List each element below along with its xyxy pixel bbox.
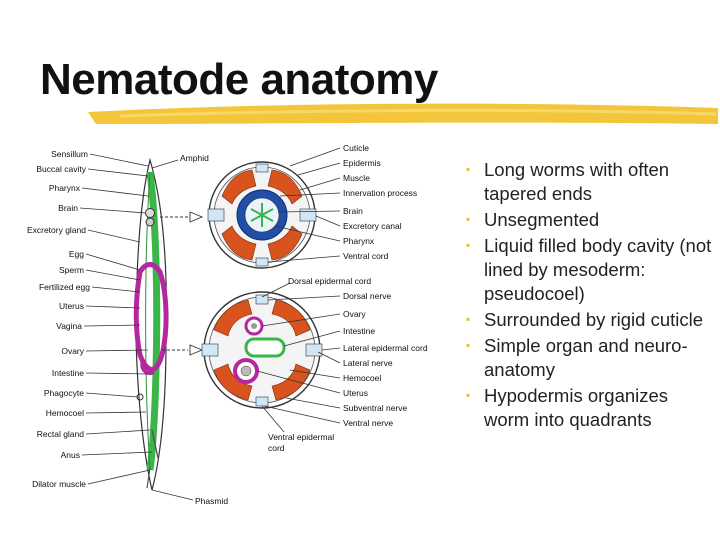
bullet-text: Liquid filled body cavity (not lined by …	[484, 235, 712, 304]
bullet-item: ▪ Hypodermis organizes worm into quadrant…	[462, 384, 717, 432]
bullet-text: Surrounded by rigid cuticle	[484, 309, 704, 330]
body-label-leaders	[79, 153, 194, 501]
lower-section-labels: Dorsal nerve Ovary Intestine Lateral epi…	[343, 291, 428, 428]
bullet-text: Unsegmented	[484, 209, 600, 230]
lower-cross-section	[201, 291, 323, 409]
label-epidermis: Epidermis	[343, 158, 381, 168]
label-dilator-muscle: Dilator muscle	[32, 479, 86, 489]
label-uterus: Uterus	[59, 301, 84, 311]
upper-cross-section	[207, 161, 317, 269]
label-fertilized-egg: Fertilized egg	[39, 282, 90, 292]
label-cuticle: Cuticle	[343, 143, 369, 153]
worm-body-diagram	[133, 157, 169, 491]
bullet-dot-icon: ▪	[466, 388, 471, 402]
label-intestine: Intestine	[52, 368, 84, 378]
label-ventral-epidermal-cord-line2: cord	[268, 443, 285, 453]
bullet-dot-icon: ▪	[466, 212, 471, 226]
bullet-dot-icon: ▪	[466, 162, 471, 176]
bullet-list: ▪ Long worms with often tapered ends ▪ Uns…	[462, 158, 717, 434]
bullet-dot-icon: ▪	[466, 312, 471, 326]
label-dorsal-epidermal-cord: Dorsal epidermal cord	[288, 276, 371, 286]
label-innervation-process: Innervation process	[343, 188, 417, 198]
label-sensillum: Sensillum	[51, 149, 88, 159]
upper-section-labels: Cuticle Epidermis Muscle Innervation pro…	[343, 143, 417, 261]
label-dorsal-nerve: Dorsal nerve	[343, 291, 391, 301]
bullet-item: ▪ Long worms with often tapered ends	[462, 158, 717, 206]
label-section-uterus: Uterus	[343, 388, 368, 398]
label-excretory-gland: Excretory gland	[27, 225, 86, 235]
label-anus: Anus	[61, 450, 80, 460]
label-brain: Brain	[58, 203, 78, 213]
label-vagina: Vagina	[56, 321, 82, 331]
label-section-intestine: Intestine	[343, 326, 375, 336]
label-section-pharynx: Pharynx	[343, 236, 375, 246]
bullet-item: ▪ Unsegmented	[462, 208, 717, 232]
lower-section-leaders	[256, 282, 341, 433]
label-lateral-nerve: Lateral nerve	[343, 358, 393, 368]
label-ventral-epidermal-cord-line1: Ventral epidermal	[268, 432, 334, 442]
label-ventral-cord: Ventral cord	[343, 251, 389, 261]
bullet-text: Long worms with often tapered ends	[484, 159, 670, 204]
bullet-item: ▪ Surrounded by rigid cuticle	[462, 308, 717, 332]
label-lateral-epidermal-cord: Lateral epidermal cord	[343, 343, 428, 353]
label-rectal-gland: Rectal gland	[37, 429, 85, 439]
label-buccal-cavity: Buccal cavity	[36, 164, 86, 174]
label-sperm: Sperm	[59, 265, 84, 275]
label-ventral-nerve: Ventral nerve	[343, 418, 393, 428]
label-muscle: Muscle	[343, 173, 370, 183]
bullet-item: ▪ Liquid filled body cavity (not lined by…	[462, 234, 717, 306]
label-section-ovary: Ovary	[343, 309, 366, 319]
label-egg: Egg	[69, 249, 84, 259]
label-phagocyte: Phagocyte	[44, 388, 84, 398]
label-subventral-nerve: Subventral nerve	[343, 403, 408, 413]
bullet-dot-icon: ▪	[466, 238, 471, 252]
bullet-item: ▪ Simple organ and neuro-anatomy	[462, 334, 717, 382]
label-ovary: Ovary	[61, 346, 84, 356]
label-hemocoel: Hemocoel	[46, 408, 84, 418]
bullet-text: Simple organ and neuro-anatomy	[484, 335, 688, 380]
label-amphid: Amphid	[180, 153, 209, 163]
bullet-dot-icon: ▪	[466, 338, 471, 352]
label-phasmid: Phasmid	[195, 496, 228, 506]
label-excretory-canal: Excretory canal	[343, 221, 402, 231]
bullet-text: Hypodermis organizes worm into quadrants	[484, 385, 669, 430]
upper-section-leaders	[267, 147, 341, 263]
label-section-brain: Brain	[343, 206, 363, 216]
body-labels: Sensillum Buccal cavity Pharynx Brain Ex…	[27, 149, 90, 489]
section-pointer-arrows	[160, 211, 204, 356]
slide-title: Nematode anatomy	[40, 55, 438, 104]
label-pharynx: Pharynx	[49, 183, 81, 193]
label-section-hemocoel: Hemocoel	[343, 373, 381, 383]
